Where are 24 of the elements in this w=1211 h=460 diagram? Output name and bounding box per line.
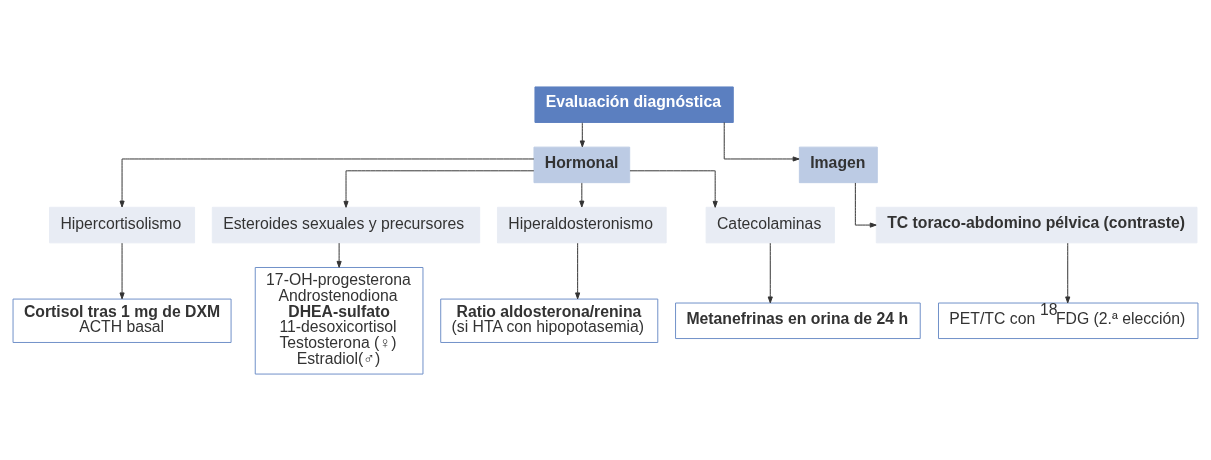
arrow: [119, 242, 125, 299]
arrow: [336, 242, 342, 268]
arrow: [629, 169, 718, 208]
node-box: Hormonal: [533, 146, 631, 183]
node-box: Metanefrinas en orina de 24 h: [675, 302, 921, 339]
arrow: [579, 181, 585, 208]
arrow: [343, 169, 535, 208]
arrow: [119, 157, 535, 207]
node-box: Hiperaldosteronismo: [496, 206, 667, 243]
arrow: [1065, 242, 1071, 303]
node-box: Evaluación diagnóstica: [534, 85, 734, 123]
node-box: 17-OH-progesterona Androstenodiona DHEA-sulfato 11-desoxicortisol Testosterona (♀) Estradiol(♂): [254, 266, 424, 375]
node-box: Ratio aldosterona/renina (si HTA con hipopotasemia): [440, 298, 659, 343]
node-box: TC toraco-abdomino pélvica (contraste): [875, 206, 1198, 243]
node-box: Imagen: [798, 146, 878, 183]
arrow: [579, 121, 585, 147]
arrow: [767, 242, 773, 303]
arrow: [723, 121, 800, 162]
arrow: [854, 181, 877, 228]
node-box: Catecolaminas: [705, 206, 835, 243]
arrow: [575, 242, 581, 299]
node-box: Hipercortisolismo: [49, 206, 196, 243]
node-box: Cortisol tras 1 mg de DXM ACTH basal: [12, 298, 232, 343]
node-box: Esteroides sexuales y precursores: [211, 206, 481, 243]
